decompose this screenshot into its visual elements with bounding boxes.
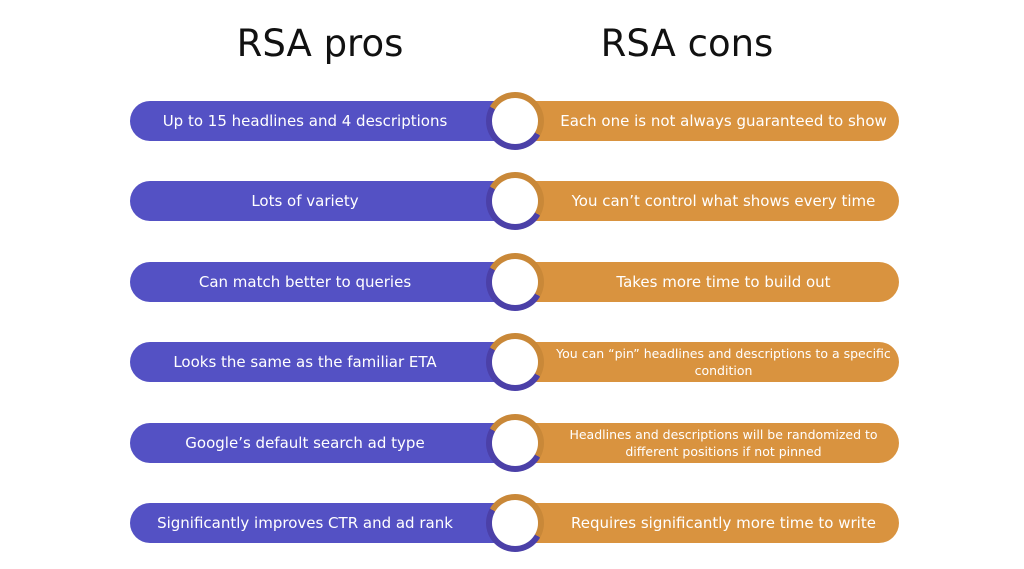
comparison-row: Up to 15 headlines and 4 descriptions Ea… xyxy=(0,91,1024,151)
pro-item: Up to 15 headlines and 4 descriptions xyxy=(130,101,510,141)
pro-item: Significantly improves CTR and ad rank xyxy=(130,503,510,543)
con-item: Headlines and descriptions will be rando… xyxy=(522,423,899,463)
comparison-row: Significantly improves CTR and ad rank R… xyxy=(0,493,1024,553)
connector-ring-icon xyxy=(486,494,544,552)
comparison-row: Can match better to queries Takes more t… xyxy=(0,252,1024,312)
comparison-row: Looks the same as the familiar ETA You c… xyxy=(0,332,1024,392)
connector-ring-icon xyxy=(486,333,544,391)
cons-title: RSA cons xyxy=(600,22,774,65)
pro-item: Lots of variety xyxy=(130,181,510,221)
con-item: Takes more time to build out xyxy=(522,262,899,302)
connector-ring-icon xyxy=(486,172,544,230)
comparison-row: Google’s default search ad type Headline… xyxy=(0,413,1024,473)
con-item: Requires significantly more time to writ… xyxy=(522,503,899,543)
pro-item: Looks the same as the familiar ETA xyxy=(130,342,510,382)
con-item: You can’t control what shows every time xyxy=(522,181,899,221)
pros-title: RSA pros xyxy=(236,22,404,65)
pro-item: Can match better to queries xyxy=(130,262,510,302)
connector-ring-icon xyxy=(486,92,544,150)
pro-item: Google’s default search ad type xyxy=(130,423,510,463)
comparison-row: Lots of variety You can’t control what s… xyxy=(0,171,1024,231)
con-item: Each one is not always guaranteed to sho… xyxy=(522,101,899,141)
connector-ring-icon xyxy=(486,414,544,472)
connector-ring-icon xyxy=(486,253,544,311)
con-item: You can “pin” headlines and descriptions… xyxy=(522,342,899,382)
